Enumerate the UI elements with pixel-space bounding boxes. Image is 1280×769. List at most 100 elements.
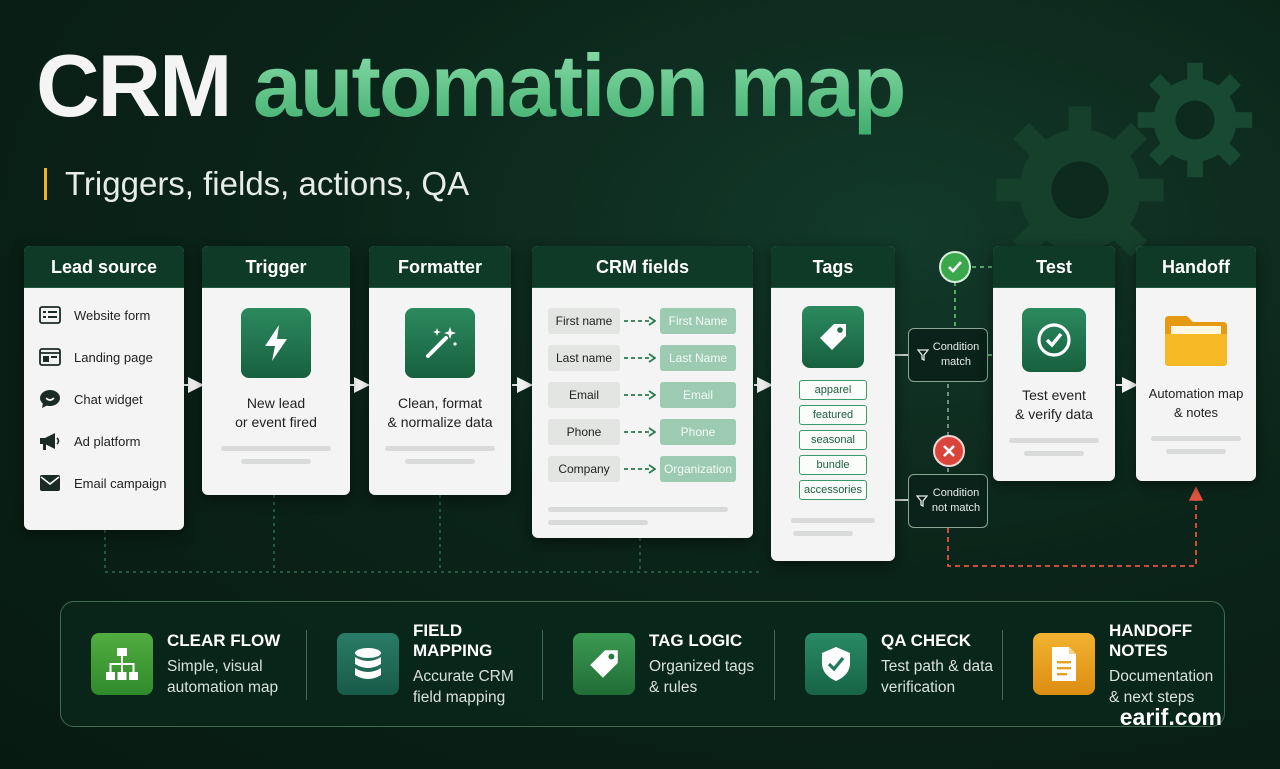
lead-source-label: Website form [74,307,151,323]
feature-desc-line1: Test path & data [881,657,994,675]
tag-chip[interactable]: seasonal [799,430,867,450]
field-mapping-row[interactable]: Phone Phone [542,413,745,450]
chat-icon [38,388,62,410]
envelope-icon [38,472,62,494]
field-mapping-row[interactable]: First name First Name [542,302,745,339]
card-lead-source-title: Lead source [24,246,184,288]
title-automation-map: automation map [252,36,907,135]
megaphone-icon [38,430,62,452]
folder-icon [1161,308,1231,372]
source-field: Email [548,381,620,408]
placeholder-line [548,507,728,512]
placeholder-line [221,446,331,451]
document-icon [1033,633,1095,695]
subtitle-accent-bar [44,168,47,200]
tag-chip[interactable]: accessories [799,480,867,500]
card-tags: Tags apparel featured seasonal bundle ac… [771,246,895,561]
field-mapping-row[interactable]: Email Email [542,376,745,413]
placeholder-line [1009,438,1099,443]
gear-icon [1137,62,1253,178]
handoff-caption: Automation map & notes [1146,384,1246,422]
placeholder-line [793,531,853,536]
target-field: Phone [660,418,736,445]
card-crm-fields: CRM fields First name First Name Last na… [532,246,753,538]
feature-desc-line2: field mapping [413,688,506,706]
card-test: Test Test event & verify data [993,246,1115,481]
lead-source-item[interactable]: Website form [24,294,184,336]
handoff-caption-line1: Automation map [1148,386,1244,401]
feature-desc-line1: Organized tags [649,657,755,675]
lightning-icon [241,308,311,378]
test-caption-line1: Test event [1022,387,1086,403]
card-test-title: Test [993,246,1115,288]
target-field: First Name [660,307,736,334]
lead-source-item[interactable]: Chat widget [24,378,184,420]
feature-desc-line2: & next steps [1109,688,1195,706]
lead-source-item[interactable]: Landing page [24,336,184,378]
source-field: First name [548,307,620,334]
feature-text: HANDOFF NOTES Documentation & next steps [1109,621,1223,708]
formatter-caption-line1: Clean, format [397,395,483,411]
feature-desc-line1: Documentation [1109,667,1214,685]
tag-chip[interactable]: apparel [799,380,867,400]
feature-desc: Organized tags & rules [649,656,754,698]
placeholder-line [548,520,648,525]
trigger-caption-line1: New lead [246,395,306,411]
dashed-arrow-icon [620,352,660,363]
field-mapping-row[interactable]: Company Organization [542,450,745,487]
formatter-caption: Clean, format& normalize data [379,394,501,432]
tag-chip[interactable]: featured [799,405,867,425]
lead-source-label: Landing page [74,349,153,365]
feature-desc: Documentation & next steps [1109,666,1223,708]
field-mapping-row[interactable]: Last name Last Name [542,339,745,376]
lead-source-item[interactable]: Email campaign [24,462,184,504]
dashed-arrow-icon [620,389,660,400]
placeholder-line [1166,449,1226,454]
watermark: earif.com [1119,704,1222,730]
placeholder-line [1024,451,1084,456]
tag-chip[interactable]: bundle [799,455,867,475]
dashed-arrow-icon [620,463,660,474]
lead-source-label: Ad platform [74,433,141,449]
lead-source-item[interactable]: Ad platform [24,420,184,462]
placeholder-line [405,459,475,464]
page-title: CRM automation map [36,42,906,130]
source-field: Last name [548,344,620,371]
card-handoff: Handoff Automation map& notes [1136,246,1256,481]
test-caption-line2: & verify data [1015,406,1093,422]
condition-match-line1: Condition [932,341,980,353]
database-icon [337,633,399,695]
feature-title: HANDOFF NOTES [1109,620,1193,660]
handoff-caption-line2: & notes [1173,405,1219,420]
feature-title: FIELD MAPPING [413,620,493,660]
divider [542,630,543,700]
tag-icon [802,306,864,368]
target-field: Last Name [660,344,736,371]
feature-tag-logic: TAG LOGIC Organized tags& rules [543,602,775,726]
flowchart-icon [91,633,153,695]
trigger-caption: New lead or event fired [212,394,340,432]
card-trigger-title: Trigger [202,246,350,288]
subtitle-text: Triggers, fields, actions, QA [65,165,470,202]
target-field: Organization [660,455,736,482]
target-field: Email [660,381,736,408]
landing-page-icon [38,346,62,368]
card-lead-source: Lead source Website form Landing page Ch… [24,246,184,530]
placeholder-line [791,518,875,523]
placeholder-line [1151,436,1241,441]
feature-desc-line2: & rules [649,678,698,696]
lead-source-label: Email campaign [74,475,167,491]
feature-desc-line1: Simple, visual [167,657,263,675]
trigger-caption-line2: or event fired [235,414,317,430]
condition-not-match-line1: Condition [932,487,980,499]
dashed-arrow-icon [620,426,660,437]
